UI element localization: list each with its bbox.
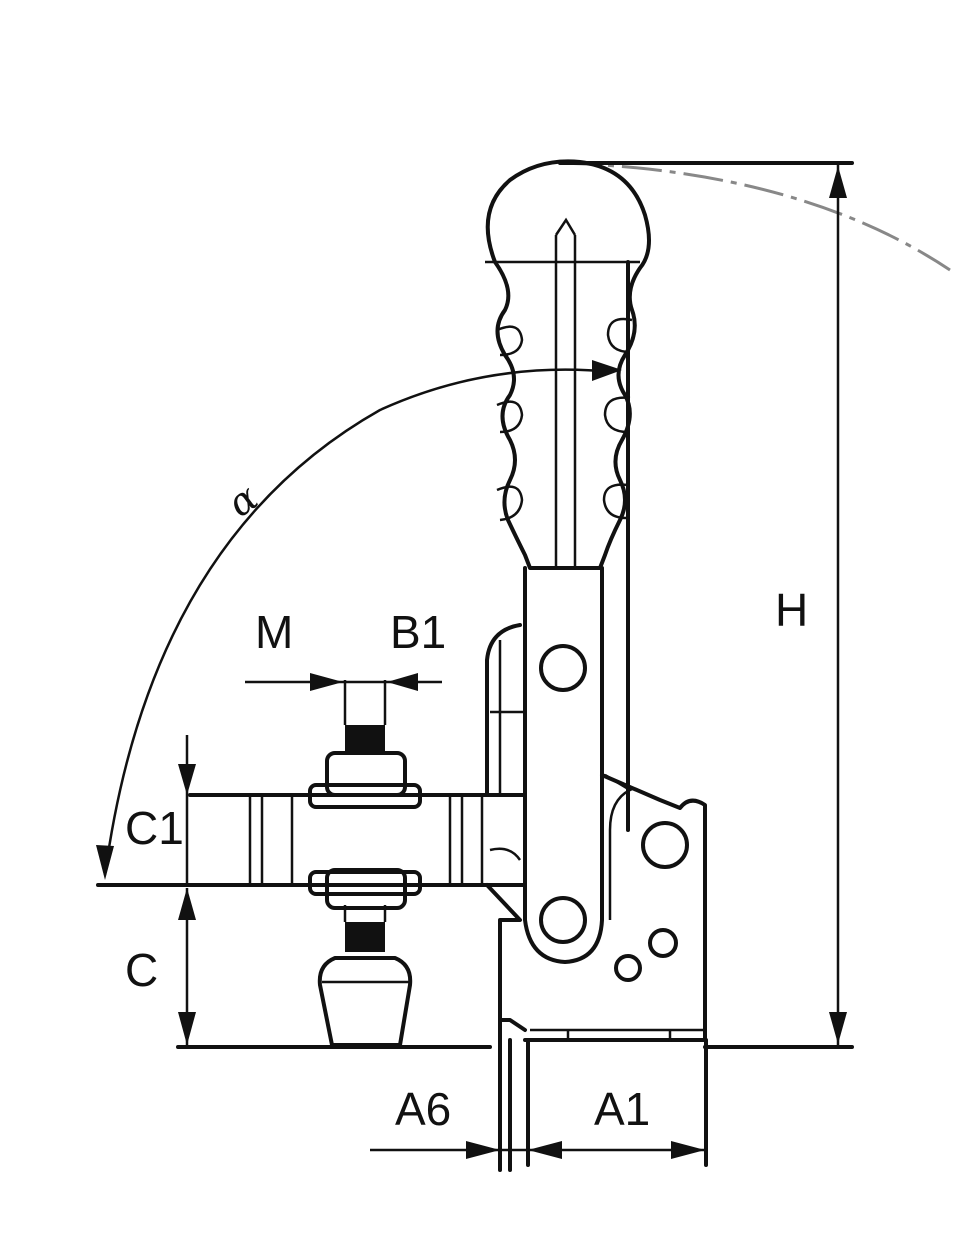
clamp-body [485, 623, 707, 1172]
spindle-cap [317, 956, 413, 1047]
alpha-label: α [220, 475, 266, 526]
alpha-dimension [96, 360, 622, 880]
c1-dimension [178, 735, 196, 885]
a6-a1-dimension [370, 1038, 708, 1172]
c-label: C [125, 944, 158, 996]
b1-label: B1 [390, 606, 446, 658]
spindle-bolt [308, 680, 422, 952]
c1-label: C1 [125, 802, 184, 854]
lever-arm [523, 566, 604, 964]
m-b1-dimension [245, 673, 442, 691]
handle-swing-arc [559, 161, 951, 272]
a1-label: A1 [594, 1083, 650, 1135]
a6-label: A6 [395, 1083, 451, 1135]
h-dimension [558, 161, 854, 1049]
h-label: H [775, 584, 808, 636]
handle-grip [485, 159, 651, 832]
m-label: M [255, 606, 293, 658]
c-dimension [176, 888, 492, 1049]
